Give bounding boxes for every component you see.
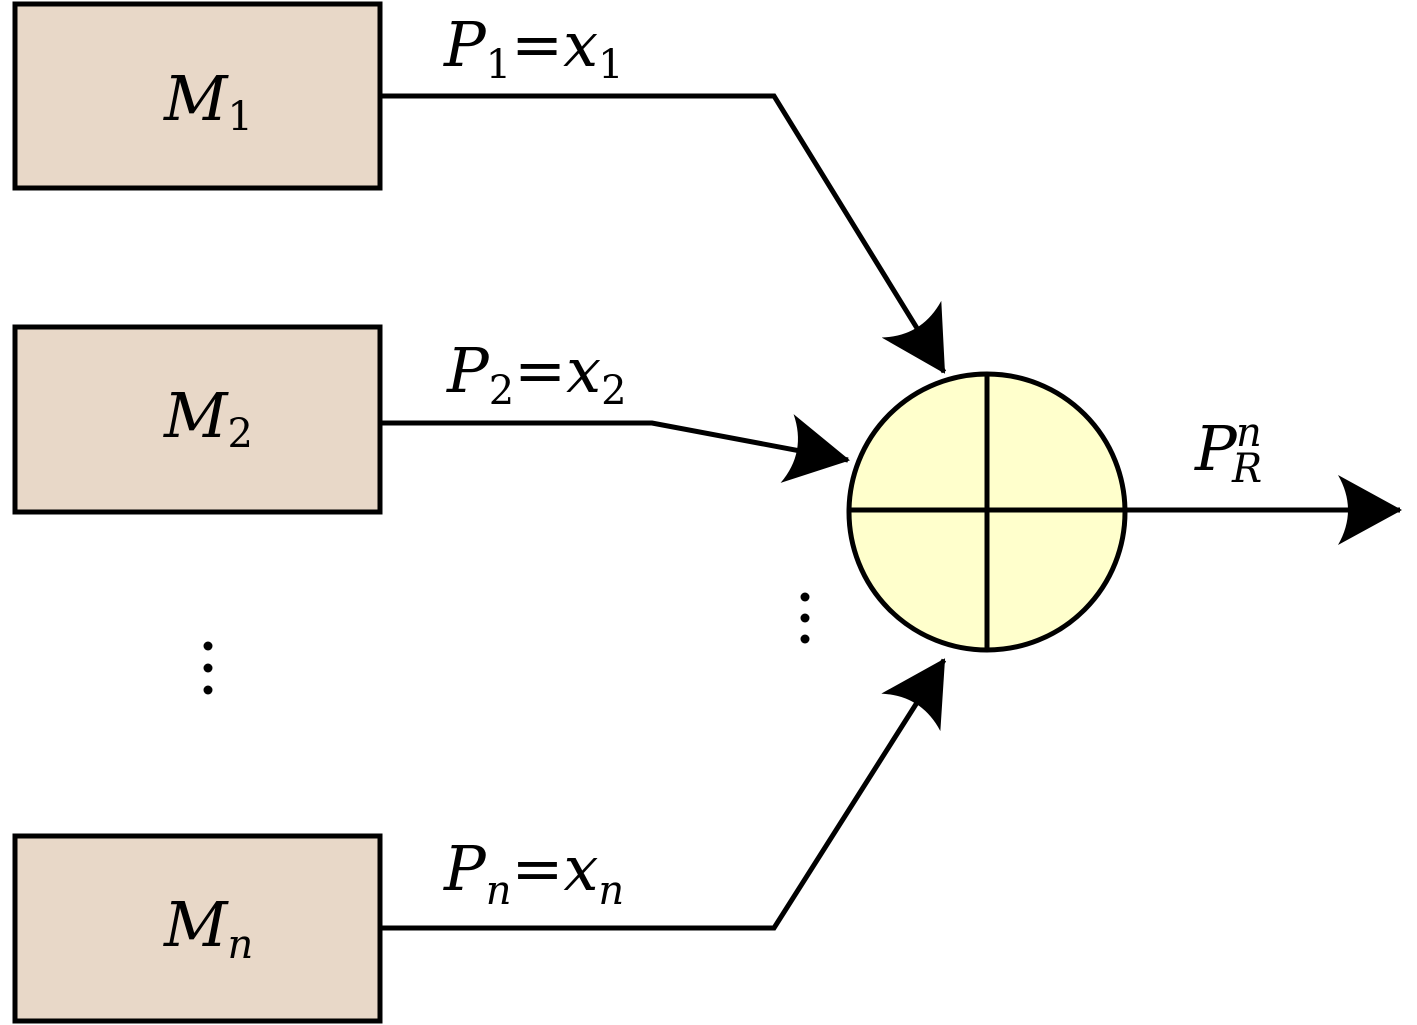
edge-n-label: Pn=xn (443, 832, 624, 914)
inputs-ellipsis (800, 592, 810, 644)
edge-2-line (380, 414, 850, 483)
svg-text:R: R (1231, 446, 1262, 492)
module-1-label: M1 (163, 62, 253, 140)
edge-n-line (380, 658, 947, 931)
modules-ellipsis (203, 641, 213, 695)
module-2-label: M2 (163, 379, 253, 457)
edge-1-line (380, 93, 947, 374)
edge-1-label: P1=x1 (443, 8, 624, 88)
svg-text:n: n (1236, 410, 1262, 456)
output-label: P n R (1194, 410, 1262, 492)
module-n: Mn (12, 833, 383, 1024)
module-1-box (12, 1, 383, 191)
module-n-label: Mn (163, 888, 253, 968)
module-1: M1 (12, 1, 383, 191)
edge-2-label: P2=x2 (446, 334, 627, 414)
module-2: M2 (12, 324, 383, 515)
svg-text:P: P (1194, 412, 1238, 485)
module-2-box (12, 324, 383, 515)
module-n-box (12, 833, 383, 1024)
summing-junction (846, 371, 1128, 653)
